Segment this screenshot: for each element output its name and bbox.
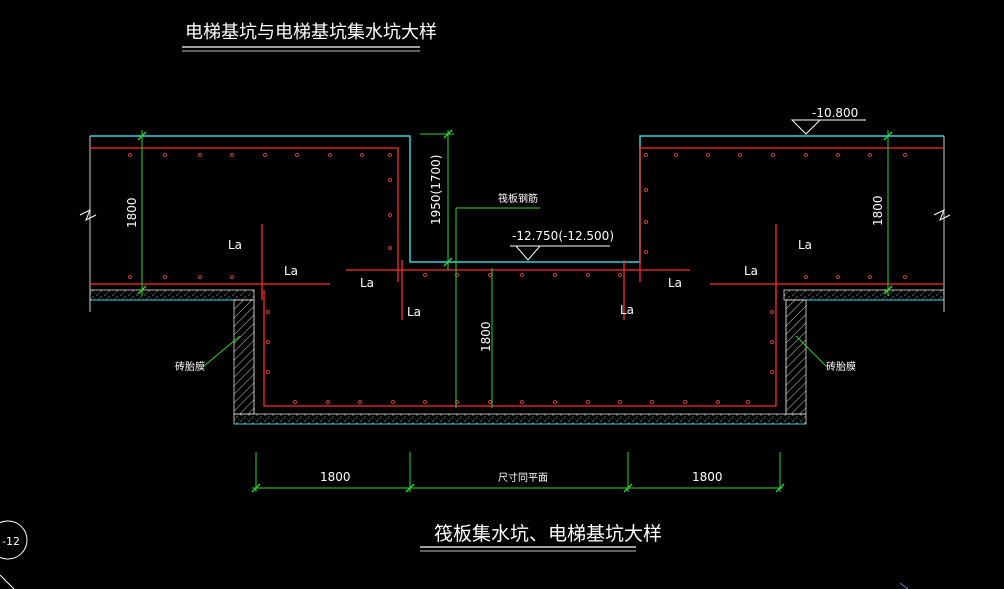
- break-symbol-left: [79, 208, 97, 222]
- anchor-label-8: La: [798, 238, 812, 252]
- tag-leader: [0, 574, 15, 589]
- leader-left: [203, 335, 241, 367]
- elevation-pit: -12.750(-12.500): [512, 229, 614, 243]
- cushion-left: [89, 289, 255, 301]
- slab-outline: [90, 135, 944, 263]
- rebar-lines: [90, 147, 944, 407]
- anchor-label-7: La: [744, 264, 758, 278]
- dim-sump-depth: 1800: [479, 321, 493, 352]
- elevation-top: -10.800: [812, 106, 858, 120]
- dim-pit-depth: 1950(1700): [429, 155, 443, 225]
- cushion-bottom: [233, 413, 807, 425]
- detail-tag: -12: [2, 535, 20, 548]
- anchor-label-1: La: [228, 238, 242, 252]
- break-symbol-right: [933, 208, 951, 222]
- wall-label-left: 砖胎膜: [175, 360, 205, 373]
- elev-top-triangle: [790, 119, 822, 135]
- detail-tag-circle: [0, 520, 28, 560]
- elev-pit-triangle: [514, 245, 542, 261]
- cushion-right: [783, 289, 945, 301]
- dimension-lines: [141, 130, 889, 492]
- dim-bottom-mid: 尺寸同平面: [498, 471, 548, 484]
- dim-right-height: 1800: [871, 195, 885, 226]
- anchor-label-2: La: [284, 264, 298, 278]
- anchor-label-4: La: [407, 305, 421, 319]
- anchor-label-3: La: [360, 276, 374, 290]
- leader-right: [795, 335, 827, 367]
- dim-bottom-left: 1800: [320, 470, 351, 484]
- drawing-caption: 筏板集水坑、电梯基坑大样: [434, 523, 662, 545]
- dimension-ticks: [137, 129, 893, 493]
- cursor-mark: [899, 582, 909, 589]
- wall-label-right: 砖胎膜: [826, 360, 856, 373]
- brick-wall-left: [233, 299, 255, 415]
- anchor-label-6: La: [668, 276, 682, 290]
- dim-left-height: 1800: [125, 197, 139, 228]
- page-title: 电梯基坑与电梯基坑集水坑大样: [185, 22, 437, 43]
- anchor-label-5: La: [620, 303, 634, 317]
- rebar-label: 筏板钢筋: [498, 192, 538, 205]
- brick-wall-right: [785, 299, 807, 415]
- dim-bottom-right: 1800: [692, 470, 723, 484]
- rebar-dots: [128, 153, 907, 404]
